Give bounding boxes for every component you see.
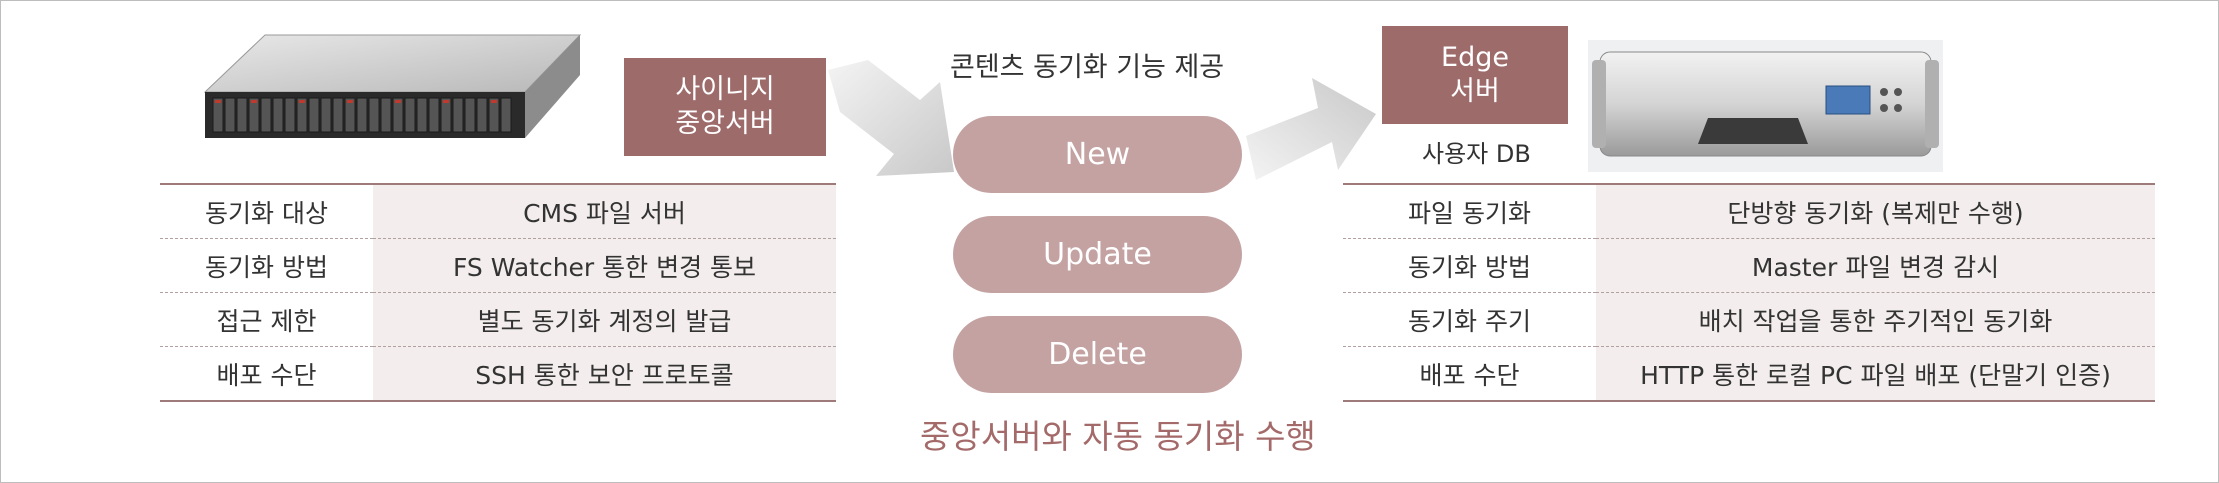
row-value: CMS 파일 서버 — [373, 184, 836, 239]
row-value: FS Watcher 통한 변경 통보 — [373, 239, 836, 293]
sync-feature-caption: 콘텐츠 동기화 기능 제공 — [950, 45, 1224, 84]
central-server-label-line2: 중앙서버 — [624, 107, 826, 141]
update-action-pill: Update — [953, 216, 1242, 293]
table-row: 동기화 방법 Master 파일 변경 감시 — [1343, 239, 2155, 293]
delete-action-pill: Delete — [953, 316, 1242, 393]
edge-server-label: Edge 서버 — [1382, 26, 1568, 124]
central-server-table: 동기화 대상 CMS 파일 서버 동기화 방법 FS Watcher 통한 변경… — [160, 183, 836, 402]
rack-server-image — [195, 30, 585, 170]
row-key: 배포 수단 — [1343, 347, 1596, 402]
table-row: 배포 수단 HTTP 통한 로컬 PC 파일 배포 (단말기 인증) — [1343, 347, 2155, 402]
row-key: 배포 수단 — [160, 347, 373, 402]
edge-appliance-image — [1588, 40, 1943, 172]
row-value: Master 파일 변경 감시 — [1596, 239, 2155, 293]
auto-sync-caption: 중앙서버와 자동 동기화 수행 — [920, 410, 1316, 458]
arrow-to-edge-icon — [1240, 72, 1380, 192]
row-key: 접근 제한 — [160, 293, 373, 347]
edge-server-label-line1: Edge — [1382, 41, 1568, 75]
row-key: 동기화 방법 — [160, 239, 373, 293]
table-row: 동기화 방법 FS Watcher 통한 변경 통보 — [160, 239, 836, 293]
row-value: 별도 동기화 계정의 발급 — [373, 293, 836, 347]
table-row: 배포 수단 SSH 통한 보안 프로토콜 — [160, 347, 836, 402]
arrow-to-center-icon — [828, 60, 958, 180]
central-server-label: 사이니지 중앙서버 — [624, 58, 826, 156]
table-row: 동기화 주기 배치 작업을 통한 주기적인 동기화 — [1343, 293, 2155, 347]
row-value: 배치 작업을 통한 주기적인 동기화 — [1596, 293, 2155, 347]
user-db-label: 사용자 DB — [1422, 134, 1531, 169]
row-value: 단방향 동기화 (복제만 수행) — [1596, 184, 2155, 239]
edge-server-table: 파일 동기화 단방향 동기화 (복제만 수행) 동기화 방법 Master 파일… — [1343, 183, 2155, 402]
row-value: SSH 통한 보안 프로토콜 — [373, 347, 836, 402]
table-row: 동기화 대상 CMS 파일 서버 — [160, 184, 836, 239]
row-key: 동기화 대상 — [160, 184, 373, 239]
table-row: 파일 동기화 단방향 동기화 (복제만 수행) — [1343, 184, 2155, 239]
central-server-label-line1: 사이니지 — [624, 73, 826, 107]
table-row: 접근 제한 별도 동기화 계정의 발급 — [160, 293, 836, 347]
row-value: HTTP 통한 로컬 PC 파일 배포 (단말기 인증) — [1596, 347, 2155, 402]
new-action-pill: New — [953, 116, 1242, 193]
row-key: 파일 동기화 — [1343, 184, 1596, 239]
row-key: 동기화 방법 — [1343, 239, 1596, 293]
row-key: 동기화 주기 — [1343, 293, 1596, 347]
edge-server-label-line2: 서버 — [1382, 75, 1568, 109]
